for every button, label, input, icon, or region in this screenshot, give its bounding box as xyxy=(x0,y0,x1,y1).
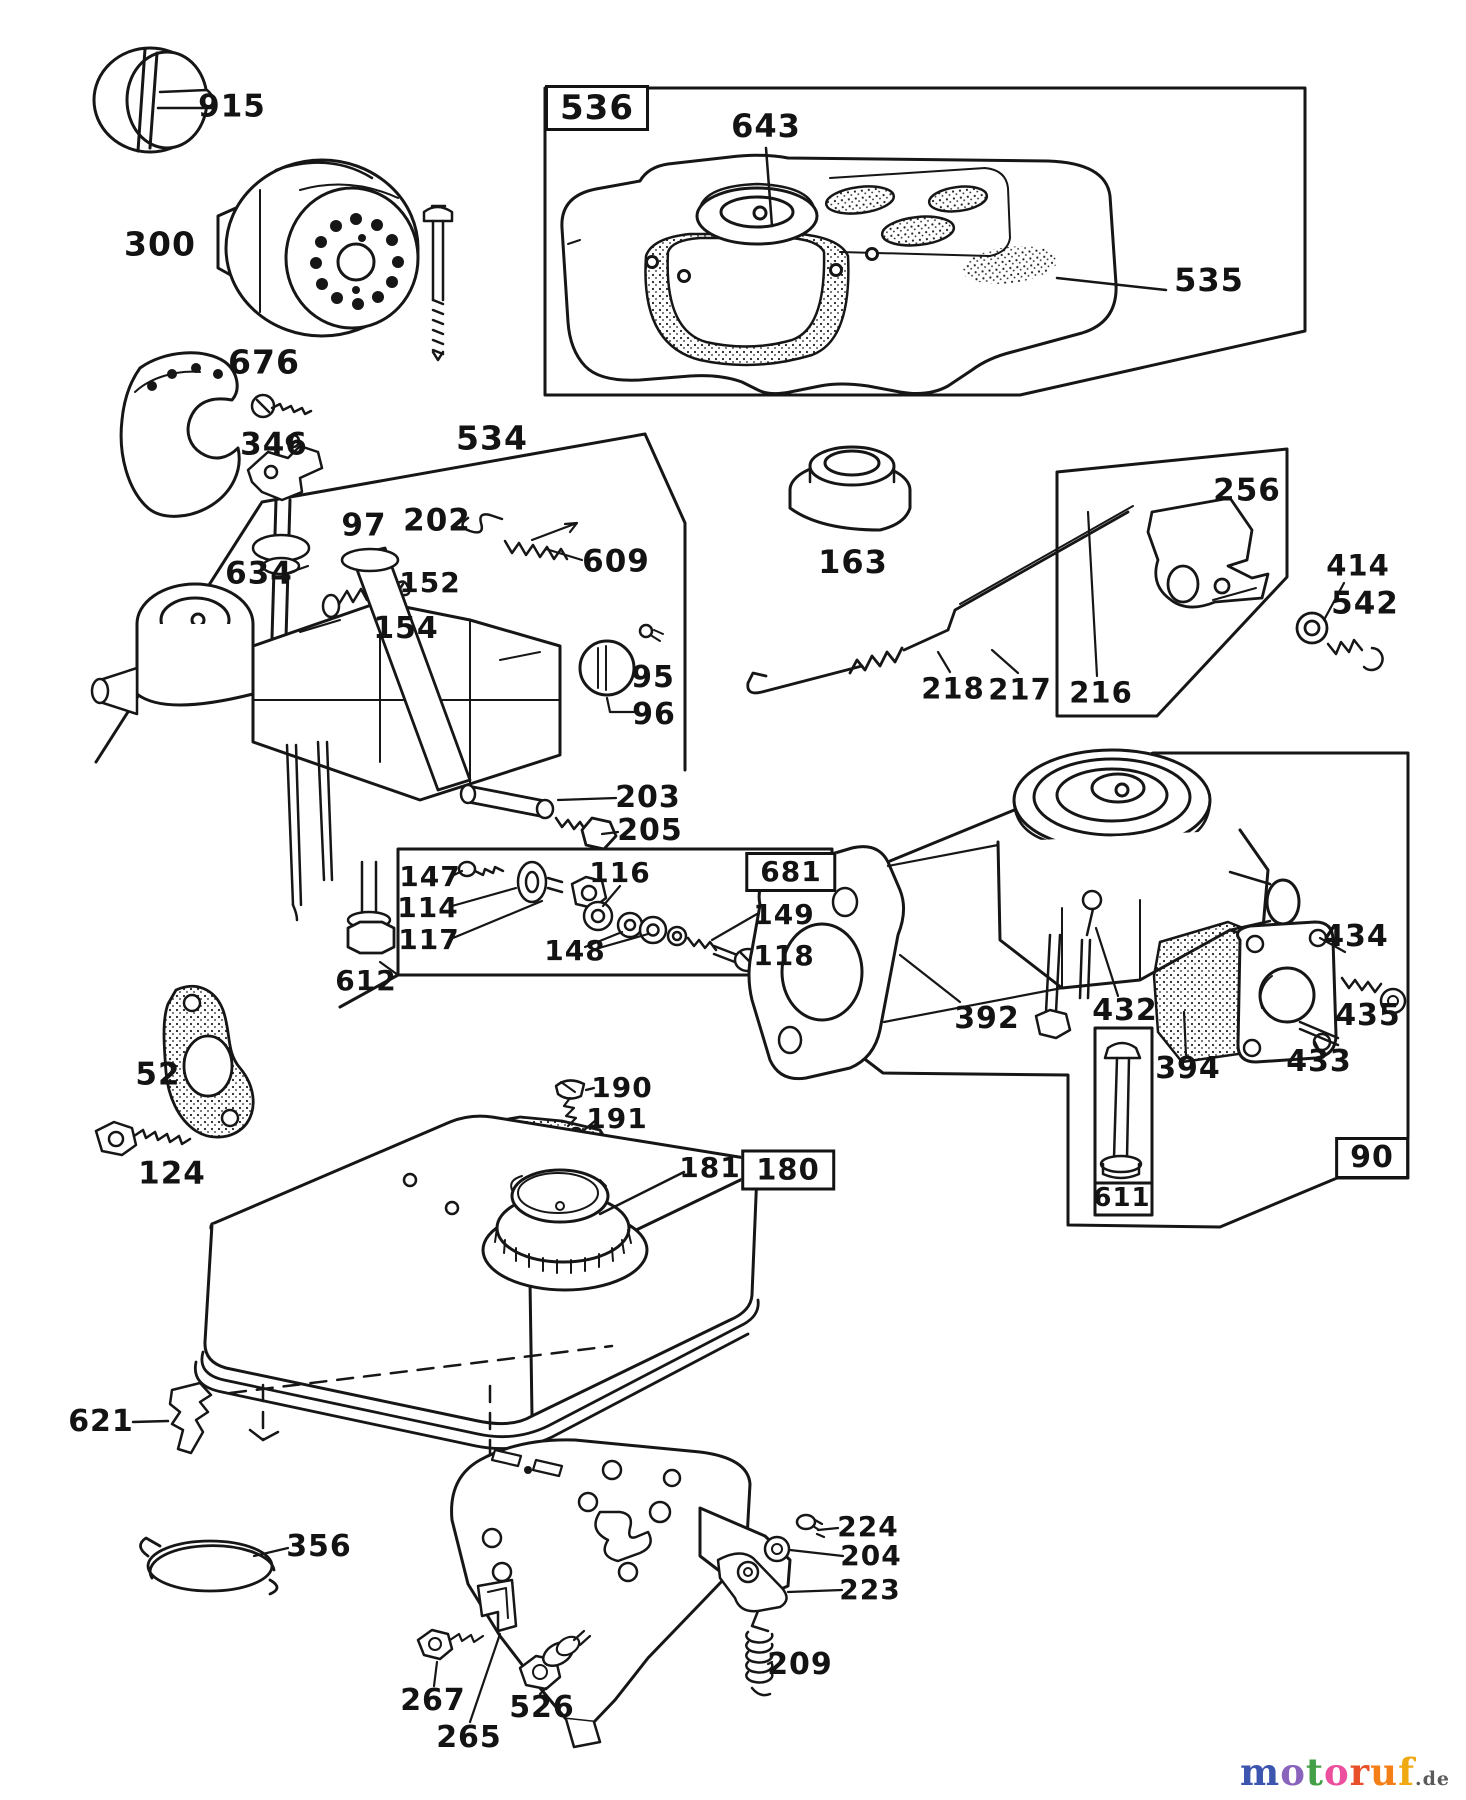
part-label-432: 432 xyxy=(1092,993,1158,1028)
motoruf-letter: o xyxy=(1323,1750,1350,1794)
air-cleaner-cap-drawing xyxy=(92,46,215,154)
part-label-97: 97 xyxy=(341,507,387,544)
part-label-116: 116 xyxy=(589,856,651,889)
motoruf-logo-suffix: .de xyxy=(1415,1768,1450,1790)
part-label-609: 609 xyxy=(582,543,650,580)
part-label-52: 52 xyxy=(135,1056,181,1093)
part-label-681: 681 xyxy=(745,852,837,892)
gasket-52-drawing xyxy=(162,985,255,1139)
governor-linkage-drawing xyxy=(746,496,1384,695)
motoruf-logo-text: motoruf xyxy=(1240,1750,1415,1794)
part-label-202: 202 xyxy=(403,502,471,539)
part-label-181: 181 xyxy=(679,1151,741,1184)
fuel-tank-drawing xyxy=(193,1079,760,1534)
motoruf-watermark: motoruf.de xyxy=(1240,1750,1450,1794)
carburetor-right-drawing xyxy=(747,748,1407,1217)
bushing-163-drawing xyxy=(788,445,912,532)
part-label-392: 392 xyxy=(954,1001,1020,1036)
mounting-bracket-drawing xyxy=(416,1438,845,1749)
carburetor-left-drawing xyxy=(90,433,664,955)
part-label-90: 90 xyxy=(1335,1137,1409,1179)
part-label-163: 163 xyxy=(818,543,888,581)
part-label-542: 542 xyxy=(1331,585,1399,622)
part-label-536: 536 xyxy=(545,85,649,131)
part-label-267: 267 xyxy=(400,1683,466,1718)
part-label-218: 218 xyxy=(921,671,985,706)
motoruf-letter: f xyxy=(1398,1750,1415,1794)
part-label-117: 117 xyxy=(398,923,460,956)
part-label-180: 180 xyxy=(741,1149,835,1191)
part-label-147: 147 xyxy=(399,860,461,893)
part-label-154: 154 xyxy=(373,611,439,646)
part-label-621: 621 xyxy=(68,1404,134,1439)
part-label-534: 534 xyxy=(456,418,528,458)
part-label-915: 915 xyxy=(198,88,266,125)
part-label-535: 535 xyxy=(1174,261,1244,299)
part-label-152: 152 xyxy=(399,566,461,599)
part-label-634: 634 xyxy=(225,555,293,592)
part-label-611: 611 xyxy=(1093,1183,1151,1213)
part-label-191: 191 xyxy=(586,1102,648,1135)
part-label-148: 148 xyxy=(544,934,606,967)
part-label-612: 612 xyxy=(335,964,397,997)
part-label-149: 149 xyxy=(753,898,815,931)
part-label-526: 526 xyxy=(509,1690,575,1725)
part-label-414: 414 xyxy=(1326,548,1390,583)
bolt-534-drawing xyxy=(422,204,454,362)
part-label-204: 204 xyxy=(840,1539,902,1572)
part-label-216: 216 xyxy=(1069,675,1133,710)
part-label-209: 209 xyxy=(767,1647,833,1682)
part-label-394: 394 xyxy=(1155,1051,1221,1086)
screw-124-drawing xyxy=(94,1120,192,1157)
part-label-265: 265 xyxy=(436,1720,502,1755)
part-label-346: 346 xyxy=(240,426,308,463)
motoruf-letter: m xyxy=(1240,1750,1281,1794)
part-label-300: 300 xyxy=(124,224,196,264)
part-label-114: 114 xyxy=(397,891,459,924)
air-cleaner-drawing xyxy=(216,158,420,338)
fuel-tank-top-box xyxy=(543,86,1307,397)
part-label-124: 124 xyxy=(138,1155,206,1192)
part-label-95: 95 xyxy=(631,660,675,695)
clip-621-drawing xyxy=(131,1381,213,1455)
part-label-433: 433 xyxy=(1286,1044,1352,1079)
part-label-256: 256 xyxy=(1213,472,1281,509)
screw-346-drawing xyxy=(250,393,313,419)
fuel-mixture-parts-drawing xyxy=(378,860,763,977)
carburetor-right-enclosure xyxy=(755,751,1410,1229)
part-label-118: 118 xyxy=(753,939,815,972)
part-label-203: 203 xyxy=(615,780,681,815)
part-label-205: 205 xyxy=(617,813,683,848)
part-label-224: 224 xyxy=(837,1510,899,1543)
spring-washer-356-drawing xyxy=(139,1536,290,1596)
motoruf-letter: r xyxy=(1349,1750,1371,1794)
part-label-217: 217 xyxy=(988,672,1052,707)
part-label-676: 676 xyxy=(228,342,300,382)
motoruf-letter: u xyxy=(1370,1750,1399,1794)
fuel-tank-top-drawing xyxy=(560,146,1168,396)
heat-shield-drawing xyxy=(119,351,241,518)
part-label-96: 96 xyxy=(632,697,676,732)
part-label-356: 356 xyxy=(286,1529,352,1564)
motoruf-letter: t xyxy=(1305,1750,1324,1794)
part-label-190: 190 xyxy=(591,1071,653,1104)
part-label-223: 223 xyxy=(839,1573,901,1606)
part-label-434: 434 xyxy=(1323,919,1389,954)
motoruf-letter: o xyxy=(1280,1750,1306,1794)
governor-link-box xyxy=(1055,447,1289,718)
part-label-643: 643 xyxy=(731,107,801,145)
part-label-435: 435 xyxy=(1335,998,1401,1033)
